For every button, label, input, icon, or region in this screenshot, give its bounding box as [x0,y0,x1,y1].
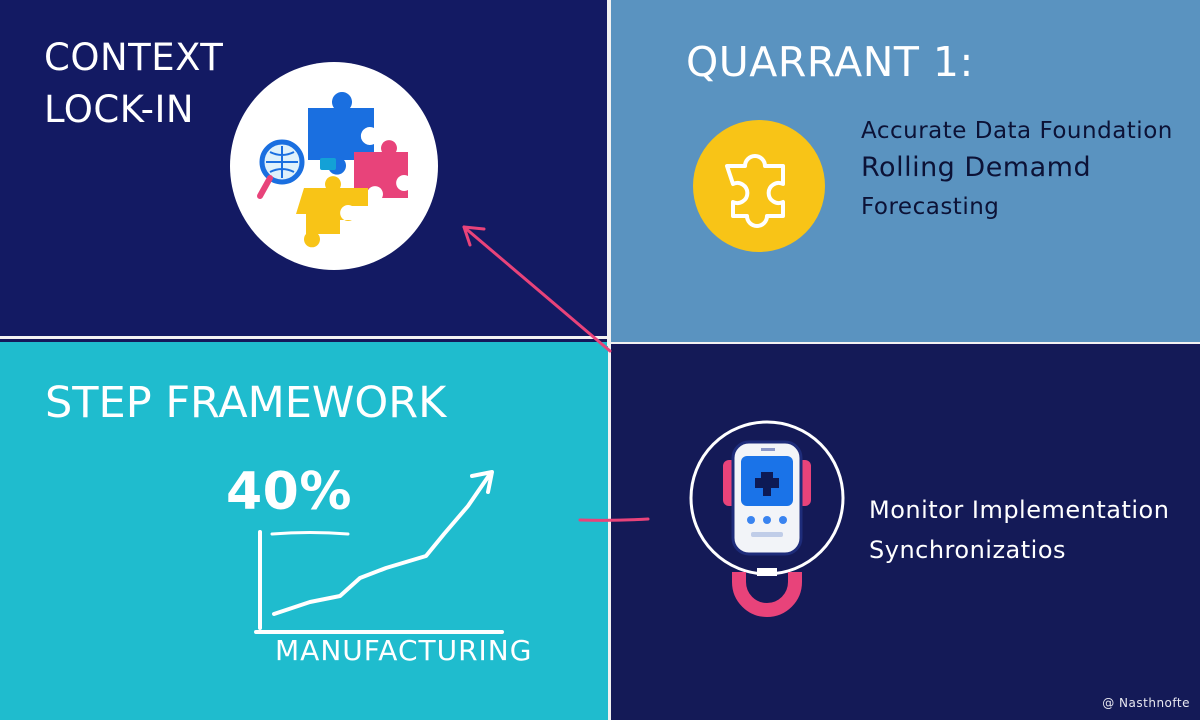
synchronization-text: Synchronizatios [869,536,1067,564]
growth-chart-icon [240,452,510,656]
divider-horizontal-left [0,336,610,339]
title-line-2: LOCK-IN [44,88,195,131]
pink-arrow-icon [450,215,615,359]
quarrant-title: QUARRANT 1: [686,38,974,86]
monitor-implementation-text: Monitor Implementation [869,496,1170,524]
quadrant-context-lock-in: CONTEXT LOCK-IN [0,0,607,338]
quadrant-quarrant-1: QUARRANT 1: Accurate Data Foundation Rol… [611,0,1200,342]
puzzle-globe-icon [228,60,440,276]
accurate-data-text: Accurate Data Foundation [861,118,1173,144]
puzzle-piece-icon [691,118,827,258]
divider-horizontal-right [610,342,1200,344]
divider-vertical-bottom [608,346,611,720]
step-framework-title: STEP FRAMEWORK [45,378,447,428]
title-line-1: CONTEXT [44,36,224,79]
quadrant-monitor-implementation: Monitor Implementation Synchronizatios @… [611,346,1200,720]
device-magnet-icon [689,420,859,624]
pink-connector-icon [578,510,650,529]
manufacturing-label: MANUFACTURING [275,634,533,667]
stat-value: 40% [226,462,352,522]
quadrant-step-framework: STEP FRAMEWORK 40% MANUFACTURING [0,342,608,720]
context-lock-in-title: CONTEXT LOCK-IN [44,32,223,136]
credit-text: @ Nasthnofte [1102,696,1190,710]
forecasting-text: Forecasting [861,194,1000,220]
stat-underline [270,522,350,541]
rolling-demand-text: Rolling Demamd [861,152,1092,183]
divider-vertical-top [607,0,611,346]
